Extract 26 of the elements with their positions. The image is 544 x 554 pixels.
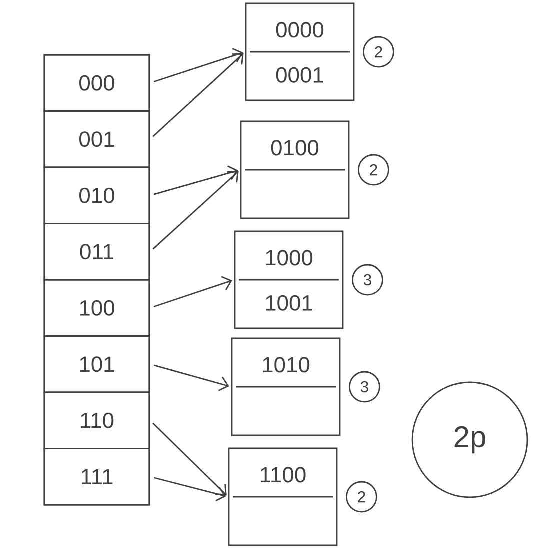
directory-cell: 000: [44, 54, 150, 112]
bucket-box: 1100: [228, 448, 338, 546]
directory-cell: 101: [44, 336, 150, 394]
arrow: [154, 276, 232, 308]
arrow: [154, 364, 230, 392]
bucket-box: 0100: [240, 120, 350, 220]
directory-cell: 110: [44, 392, 150, 450]
arrow: [152, 422, 227, 496]
arrow: [154, 477, 226, 502]
depth-number: 2: [363, 36, 394, 68]
directory-cell: 001: [44, 110, 150, 168]
depth-number: 2: [358, 154, 390, 186]
arrow: [154, 48, 244, 83]
arrow: [152, 53, 244, 138]
depth-number: 3: [352, 264, 384, 296]
bucket-box: 1000 1001: [234, 230, 344, 330]
depth-number: 2: [346, 481, 378, 513]
arrow: [152, 171, 239, 250]
directory-cell: 100: [44, 279, 150, 337]
bucket-box: 1010: [231, 338, 341, 436]
directory-cell: 011: [44, 223, 150, 281]
depth-number: 3: [349, 371, 380, 403]
directory-cell: 111: [44, 448, 150, 506]
arrow: [154, 166, 238, 196]
bucket-box: 0000 0001: [245, 2, 355, 102]
directory-cell: 010: [44, 166, 150, 224]
